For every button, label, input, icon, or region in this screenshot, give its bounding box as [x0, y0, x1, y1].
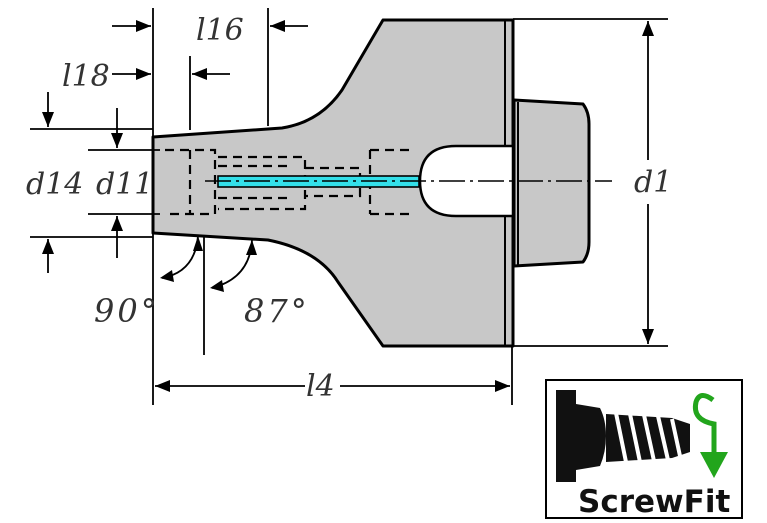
label-d1: d1 — [634, 165, 672, 200]
label-angle-87: 87° — [244, 292, 310, 330]
screwfit-logo: ScrewFit — [545, 379, 743, 520]
logo-text: ScrewFit — [578, 484, 730, 520]
label-l4: l4 — [306, 369, 335, 404]
logo-holder-icon — [556, 390, 606, 482]
front-cap — [512, 98, 591, 268]
dimension-lines — [30, 8, 668, 405]
label-d11: d11 — [96, 167, 153, 202]
logo-screw-icon — [606, 412, 690, 463]
label-angle-90: 90° — [94, 292, 160, 330]
label-l16: l16 — [196, 13, 244, 48]
label-l18: l18 — [62, 59, 110, 94]
dimension-labels: l16 l18 d14 d11 d1 l4 90° 87° — [26, 13, 672, 404]
label-d14: d14 — [26, 167, 83, 202]
logo-rotate-arrow-icon — [692, 393, 728, 478]
shank-bore — [156, 150, 218, 214]
